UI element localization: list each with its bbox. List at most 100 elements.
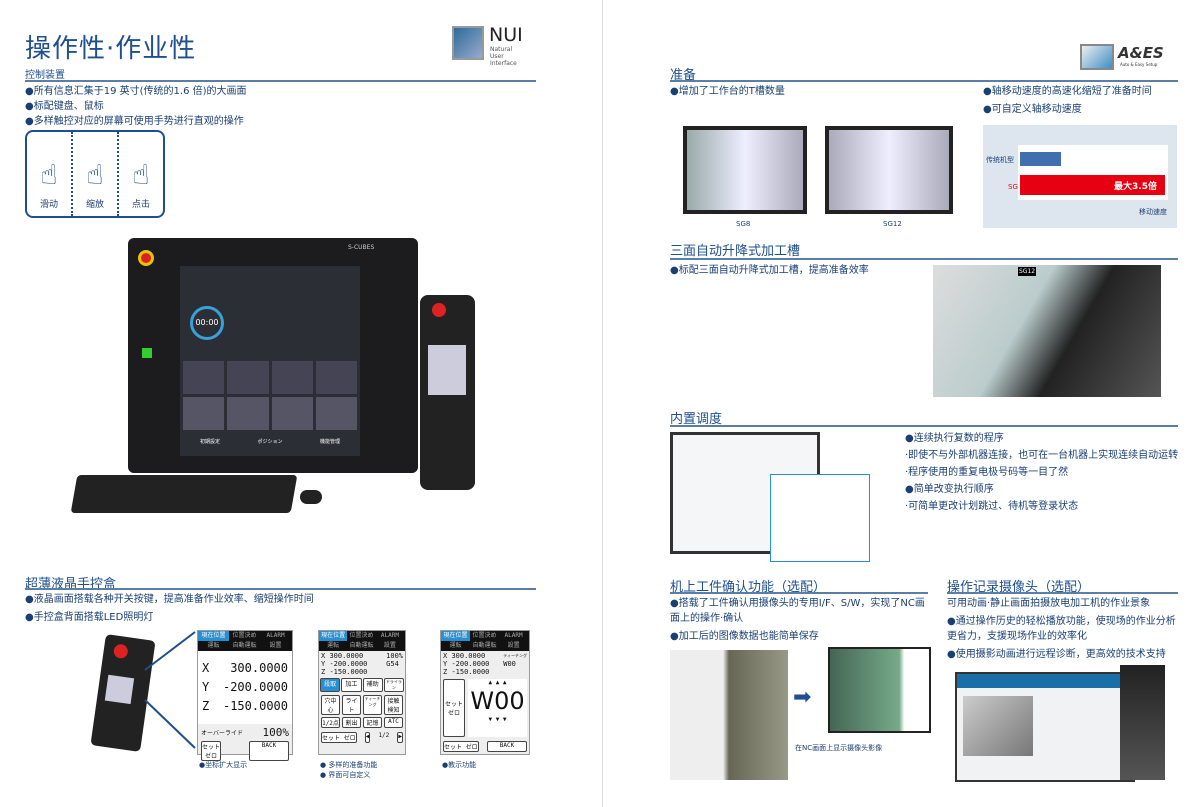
key[interactable]: 記憶	[363, 717, 382, 728]
text: 滑动	[39, 200, 58, 210]
mouse[interactable]	[300, 490, 322, 504]
bullet: ●通过操作历史的轻松播放功能，使现场的作业分析更省力，支援现场作业的效率化	[947, 616, 1176, 642]
text: 点击	[131, 200, 150, 210]
tab[interactable]: 設置	[507, 642, 520, 649]
text: -200.0000	[451, 660, 490, 668]
aes-logo: A&ES Auto & Easy Setup	[1080, 42, 1180, 74]
z-value: -150.0000	[222, 699, 288, 713]
bullet: ·可简单更改计划跳过、待机等登录状态	[905, 501, 1079, 512]
monitor-screen: 00:00 初期設定 ポジション 機能管理	[180, 266, 360, 456]
tab[interactable]: 自動運転	[349, 642, 374, 649]
category-label: SG	[1008, 183, 1018, 191]
bullet: ●所有信息汇集于19 英寸(传统的1.6 倍)的大画面	[25, 86, 247, 97]
text: Z	[321, 668, 326, 676]
section-control: 控制装置	[25, 70, 65, 81]
text: 缩放	[85, 200, 104, 210]
workpiece-camera-photo	[670, 650, 788, 780]
text: Interface	[490, 60, 517, 67]
tank-photo: SG12	[933, 265, 1161, 397]
tab-run[interactable]: 運転	[207, 642, 220, 649]
text: ティーチング	[503, 653, 527, 658]
up-arrows[interactable]: ▲ ▲ ▲	[488, 679, 507, 686]
pinch-hand-icon: ☝	[86, 158, 104, 191]
caption: ● 多样的准备功能	[320, 761, 378, 769]
keyboard[interactable]	[70, 475, 298, 513]
back-button[interactable]: BACK	[249, 741, 289, 761]
tab[interactable]: ALARM	[380, 632, 399, 639]
tab[interactable]: 自動運転	[472, 642, 497, 649]
text: Z	[443, 668, 448, 676]
emergency-stop-button[interactable]	[138, 250, 154, 266]
next-page-button[interactable]: ▶	[397, 732, 403, 743]
back-button[interactable]: BACK	[487, 741, 527, 752]
monitor-button[interactable]: 初期設定	[199, 439, 220, 445]
mode-setup[interactable]: 段取	[320, 678, 341, 692]
tab-current-position[interactable]: 現在位置	[441, 631, 471, 641]
tab-setup[interactable]: 設置	[269, 642, 282, 649]
section-workpiece: 机上工件确认功能（选配）	[670, 580, 827, 595]
tab-auto-run[interactable]: 自動運転	[232, 642, 257, 649]
divider	[670, 258, 1178, 260]
bullet: ●多样触控对应的屏幕可使用手势进行直观的操作	[25, 116, 244, 127]
gesture-tap: ☝点击	[119, 132, 163, 216]
prev-page-button[interactable]: ◀	[364, 732, 371, 743]
key[interactable]: 接触検知	[384, 695, 403, 715]
tab[interactable]: 運転	[327, 642, 340, 649]
monitor-button[interactable]: ポジション	[257, 439, 283, 445]
start-button[interactable]	[142, 348, 152, 358]
key[interactable]: 割出	[342, 717, 361, 728]
set-zero-button[interactable]: セット ゼロ	[443, 741, 479, 752]
set-zero-button[interactable]: セット ゼロ	[321, 732, 357, 743]
key[interactable]: ティーチング	[363, 695, 382, 715]
text: Z	[202, 699, 210, 713]
mode-machining[interactable]: 加工	[341, 678, 362, 692]
section-prep: 准备	[670, 68, 697, 83]
bar-conventional	[1020, 152, 1062, 166]
callout-lines	[144, 631, 196, 749]
tab[interactable]: 運転	[449, 642, 462, 649]
tab[interactable]: ALARM	[504, 632, 523, 639]
nc-monitor: S-CUBES 00:00 初期設定 ポジション 機能管理	[128, 238, 418, 473]
section-tank: 三面自动升降式加工槽	[670, 244, 801, 259]
tab-current-position[interactable]: 現在位置	[198, 631, 230, 641]
tab-current-position[interactable]: 現在位置	[319, 631, 348, 641]
monitor-button[interactable]: 機能管理	[319, 439, 340, 445]
key[interactable]: ライト	[342, 695, 361, 715]
key[interactable]: ATC	[384, 717, 403, 728]
tab[interactable]: 位置決め	[349, 632, 374, 639]
bullet: ●轴移动速度的高速化缩短了准备时间	[983, 86, 1152, 97]
x-axis-label: 移动速度	[1139, 208, 1167, 216]
bullet: ●可自定义轴移动速度	[983, 104, 1082, 115]
arrow-right-icon: ➡	[793, 685, 812, 710]
pendant-bullets: ●液晶画面搭载各种开关按键，提高准备作业效率、缩短操作时间 ●手控盒背面搭载LE…	[25, 592, 314, 625]
key[interactable]: 穴中心	[321, 695, 340, 715]
tab-positioning[interactable]: 位置決め	[232, 632, 257, 639]
caption: SG12	[883, 220, 902, 228]
y-value: -200.0000	[222, 680, 288, 694]
text: Auto & Easy Setup	[1120, 62, 1158, 67]
x-value: 300.0000	[230, 661, 288, 675]
divider	[25, 80, 536, 82]
tab[interactable]: 位置決め	[472, 632, 497, 639]
caption: ●坐标扩大显示	[199, 761, 248, 769]
camera-history-screen	[955, 672, 1135, 782]
key[interactable]: 1/2点	[321, 717, 340, 728]
caption: ● 界面可自定义	[320, 771, 371, 779]
mode-aux[interactable]: 補助	[362, 678, 383, 692]
text: X	[443, 652, 448, 660]
tab[interactable]: 設置	[383, 642, 396, 649]
text: Natural	[490, 46, 513, 53]
bullet: ·程序使用的重复电极号码等一目了然	[905, 467, 1069, 478]
down-arrows[interactable]: ▼ ▼ ▼	[488, 716, 507, 723]
set-zero-button[interactable]: セット ゼロ	[443, 679, 465, 737]
set-zero-button[interactable]: セット ゼロ	[201, 741, 221, 761]
text: 100%	[386, 652, 403, 660]
page-fold	[602, 0, 603, 807]
section-schedule: 内置调度	[670, 412, 723, 427]
mode-dry-run[interactable]: ドライラン	[383, 678, 404, 692]
table-photo-sg12	[825, 126, 953, 214]
camera-device-photo	[1120, 665, 1165, 780]
divider	[947, 592, 1178, 594]
bullet: ●使用摄影动画进行远程诊断，更高效的技术支持	[947, 649, 1166, 660]
tab-alarm[interactable]: ALARM	[266, 632, 285, 639]
